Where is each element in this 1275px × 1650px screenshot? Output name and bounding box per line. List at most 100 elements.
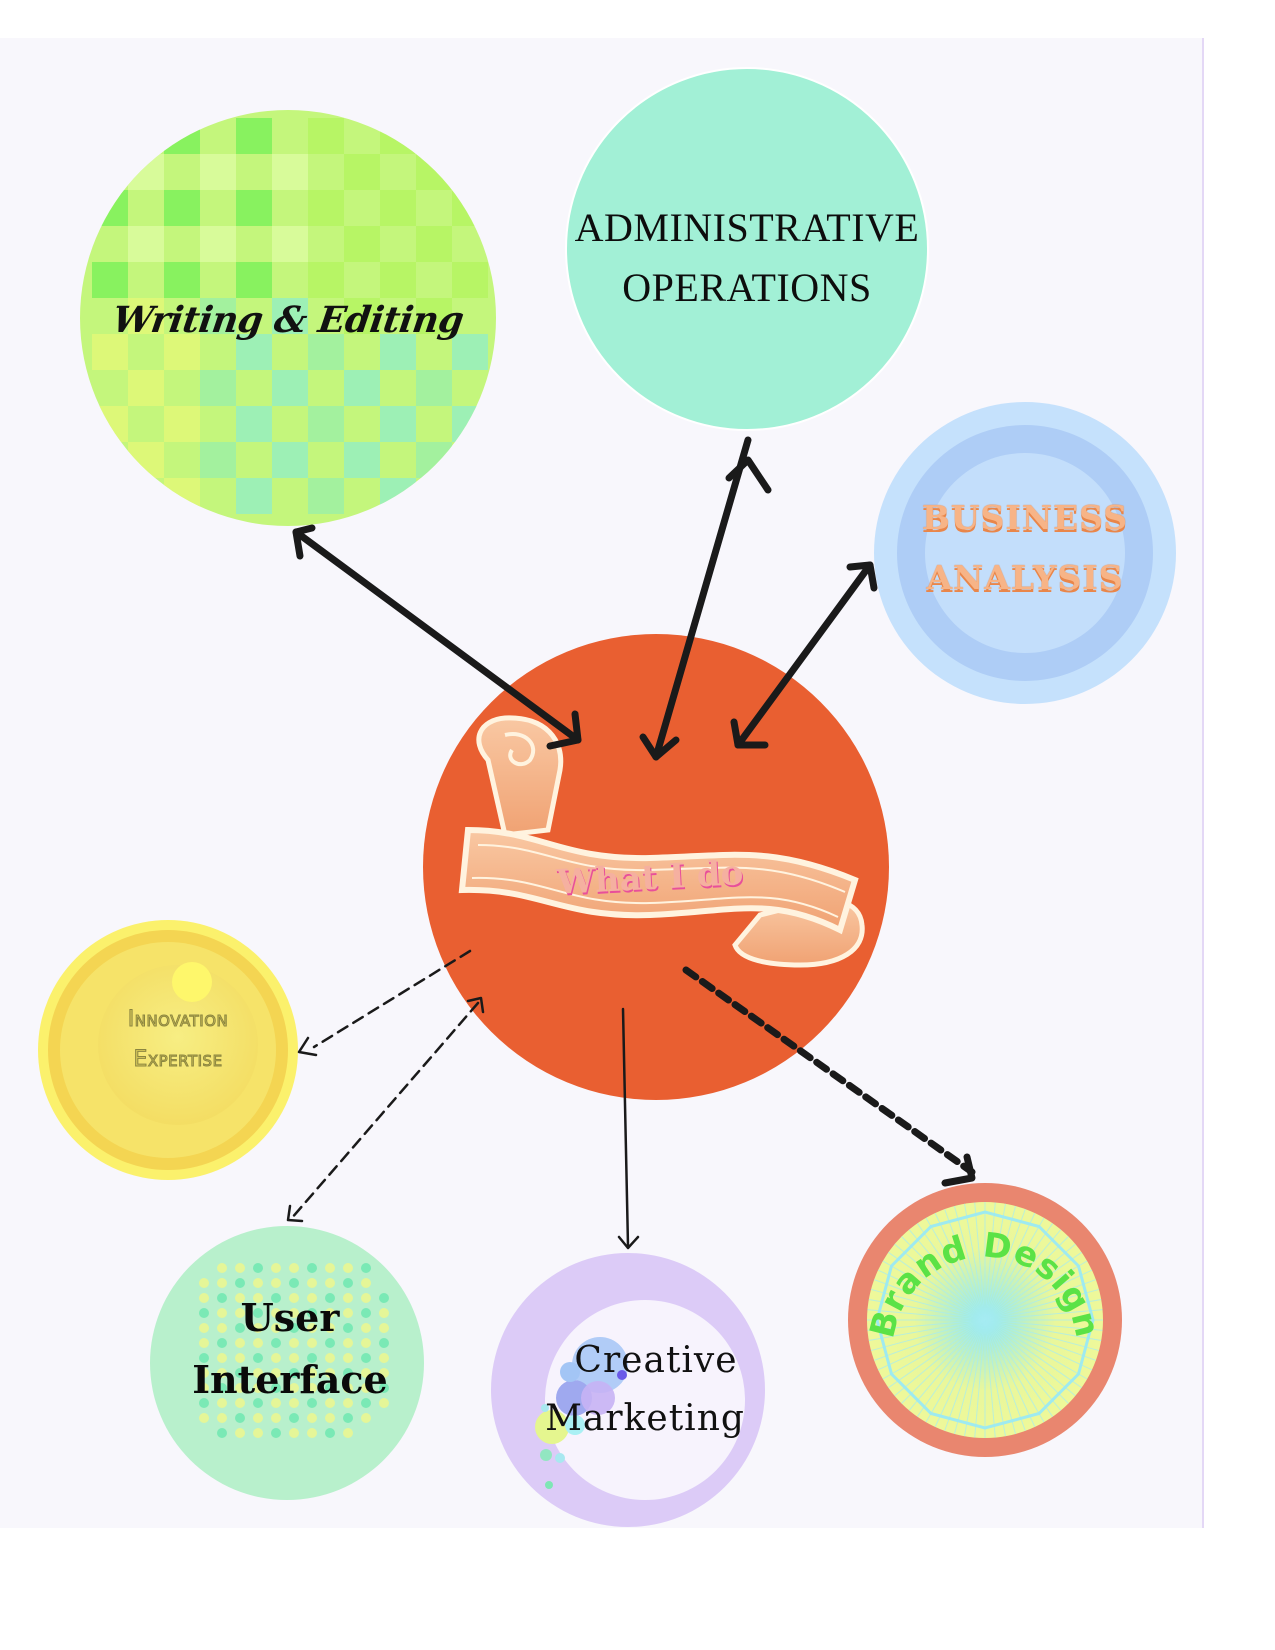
connector-creative xyxy=(617,1007,640,1250)
burst-ray xyxy=(880,1259,986,1321)
grid-dot xyxy=(235,1323,245,1333)
grid-dot xyxy=(271,1308,281,1318)
checker-tile xyxy=(272,370,308,406)
grid-dot xyxy=(379,1293,389,1303)
grid-dot xyxy=(307,1353,317,1363)
grid-dot xyxy=(289,1413,299,1423)
grid-dot xyxy=(217,1428,227,1438)
arrowhead-icon xyxy=(297,1036,318,1057)
grid-dot xyxy=(253,1428,263,1438)
checker-tile xyxy=(380,478,416,514)
checker-tile xyxy=(164,334,200,370)
grid-dot xyxy=(199,1323,209,1333)
node-creative-marketing[interactable] xyxy=(491,1253,765,1527)
grid-dot xyxy=(217,1308,227,1318)
arrowhead-icon xyxy=(546,710,582,750)
grid-dot xyxy=(271,1323,281,1333)
grid-dot xyxy=(253,1398,263,1408)
grid-dot xyxy=(361,1323,371,1333)
grid-dot xyxy=(325,1338,335,1348)
grid-dot xyxy=(253,1278,263,1288)
node-writing-editing[interactable] xyxy=(80,110,496,526)
arrowhead-icon xyxy=(846,561,878,592)
burst-ray xyxy=(933,1211,986,1321)
grid-dot xyxy=(325,1428,335,1438)
burst-ray xyxy=(984,1211,1037,1321)
checker-tile xyxy=(164,262,200,298)
node-brand-design[interactable]: Brand Design xyxy=(848,1183,1122,1457)
grid-dot xyxy=(253,1308,263,1318)
grid-dot xyxy=(379,1368,389,1378)
checker-tile xyxy=(236,406,272,442)
node-center-what-i-do[interactable] xyxy=(423,634,889,1100)
burst-ray xyxy=(984,1319,1090,1381)
grid-dot xyxy=(217,1398,227,1408)
connector-admin xyxy=(639,436,772,761)
grid-dot xyxy=(271,1413,281,1423)
grid-dot xyxy=(361,1308,371,1318)
grid-dot xyxy=(307,1383,317,1393)
grid-dot xyxy=(325,1398,335,1408)
grid-dot xyxy=(361,1338,371,1348)
grid-dot xyxy=(307,1293,317,1303)
arrowhead-icon xyxy=(466,996,485,1014)
grid-dot xyxy=(271,1338,281,1348)
grid-dot xyxy=(235,1398,245,1408)
grid-dot xyxy=(235,1353,245,1363)
node-innovation-expertise[interactable] xyxy=(38,920,298,1180)
grid-dot xyxy=(325,1383,335,1393)
grid-dot xyxy=(235,1428,245,1438)
grid-dot xyxy=(343,1293,353,1303)
burst-ray xyxy=(984,1319,1037,1429)
grid-dot xyxy=(199,1293,209,1303)
grid-dot xyxy=(379,1383,389,1393)
grid-dot xyxy=(199,1353,209,1363)
checker-tile xyxy=(200,298,236,334)
grid-dot xyxy=(271,1368,281,1378)
burst-polygon xyxy=(875,1210,1095,1430)
burst-ray xyxy=(984,1319,1078,1398)
grid-dot xyxy=(235,1278,245,1288)
checker-tile xyxy=(92,334,128,370)
grid-dot xyxy=(325,1293,335,1303)
admin-circle xyxy=(565,67,929,431)
burst-ray xyxy=(984,1221,1055,1321)
grid-dot xyxy=(325,1353,335,1363)
node-business-analysis[interactable] xyxy=(874,402,1176,704)
grid-dot xyxy=(271,1293,281,1303)
grid-dot xyxy=(343,1413,353,1423)
grid-dot xyxy=(307,1263,317,1273)
node-user-interface[interactable] xyxy=(150,1226,424,1500)
checker-tile xyxy=(200,154,236,190)
grid-dot xyxy=(289,1338,299,1348)
grid-dot xyxy=(199,1368,209,1378)
grid-dot xyxy=(253,1353,263,1363)
grid-dot xyxy=(271,1428,281,1438)
grid-dot xyxy=(235,1263,245,1273)
grid-dot xyxy=(289,1383,299,1393)
checker-tile xyxy=(452,334,488,370)
grid-dot xyxy=(307,1308,317,1318)
grid-dot xyxy=(307,1338,317,1348)
grid-dot xyxy=(379,1338,389,1348)
starburst-pattern xyxy=(867,1202,1103,1438)
grid-dot xyxy=(217,1338,227,1348)
checker-tile xyxy=(380,190,416,226)
checker-tile xyxy=(380,334,416,370)
bubbles-decoration xyxy=(535,1337,628,1489)
grid-dot xyxy=(199,1383,209,1393)
burst-ray xyxy=(963,1319,986,1438)
grid-dot xyxy=(361,1398,371,1408)
checker-tile xyxy=(308,262,344,298)
grid-dot xyxy=(343,1383,353,1393)
burst-ray xyxy=(963,1202,986,1321)
grid-dot xyxy=(307,1413,317,1423)
checker-tile xyxy=(164,478,200,514)
burst-ray xyxy=(984,1319,1084,1390)
arrowhead-icon xyxy=(286,1204,304,1223)
grid-dot xyxy=(343,1263,353,1273)
node-administrative-operations[interactable] xyxy=(565,67,929,431)
burst-ray xyxy=(984,1319,1103,1342)
burst-ray xyxy=(974,1202,986,1321)
burst-ray xyxy=(943,1207,986,1321)
